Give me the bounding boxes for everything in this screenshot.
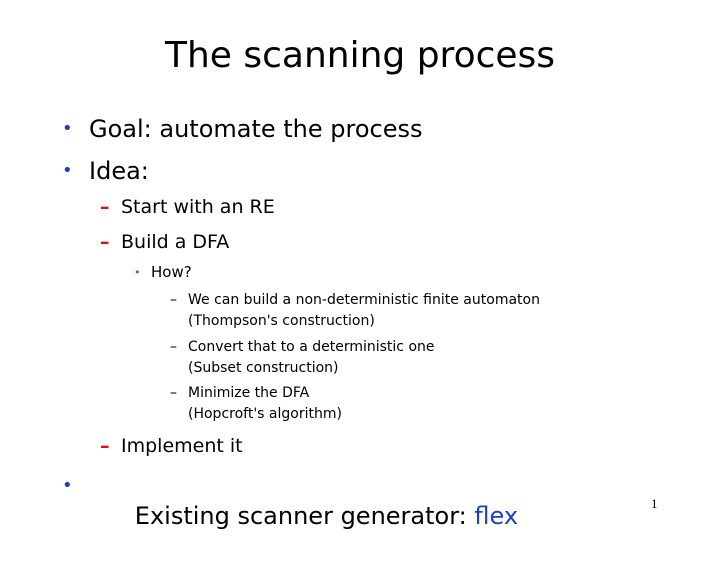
- bullet-dot-icon: •: [62, 475, 73, 496]
- bullet-text: Build a DFA: [121, 231, 230, 253]
- bullet-text: Convert that to a deterministic one: [188, 339, 435, 355]
- bullet-text-continued: (Subset construction): [188, 360, 339, 376]
- dash-icon: –: [100, 196, 110, 218]
- bullet-text: Implement it: [121, 435, 243, 457]
- bullet-text-continued: (Hopcroft's algorithm): [188, 406, 342, 422]
- page-number: 1: [651, 496, 658, 511]
- bullet-text: Minimize the DFA: [188, 385, 310, 401]
- flex-highlight: flex: [474, 502, 519, 530]
- bullet-text: Goal: automate the process: [89, 115, 423, 143]
- bullet-text: Idea:: [89, 157, 149, 185]
- bullet-text: Start with an RE: [121, 196, 275, 218]
- dash-icon: –: [170, 385, 177, 401]
- dash-icon: –: [100, 231, 110, 253]
- bullet-text: We can build a non-deterministic finite …: [188, 292, 540, 308]
- dash-icon: –: [170, 292, 177, 308]
- bullet-text: Existing scanner generator:: [134, 502, 475, 530]
- bullet-text-continued: (Thompson's construction): [188, 313, 375, 329]
- dash-icon: –: [170, 339, 177, 355]
- dash-icon: –: [100, 435, 110, 457]
- slide-title: The scanning process: [164, 35, 556, 76]
- bullet-dot-icon: •: [134, 266, 141, 279]
- bullet-dot-icon: •: [62, 160, 73, 181]
- bullet-dot-icon: •: [62, 118, 73, 139]
- bullet-text: How?: [151, 263, 192, 281]
